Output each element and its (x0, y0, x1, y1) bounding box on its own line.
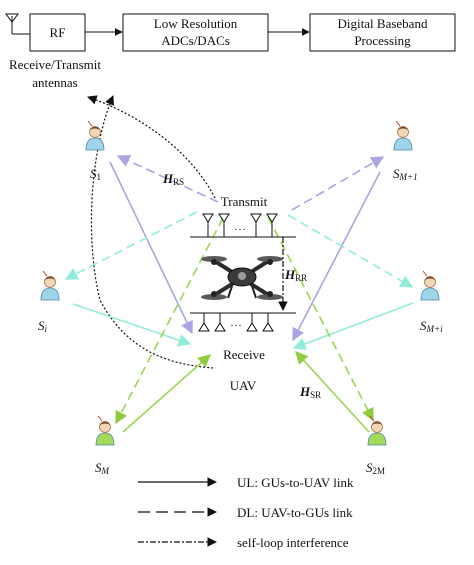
ul-link-sm (122, 354, 211, 433)
antenna-pointer-curves (87, 95, 216, 369)
user-label-si: Si (38, 318, 48, 334)
baseband-label-line1: Digital Baseband (338, 16, 428, 31)
drone-icon (201, 256, 283, 300)
transmit-antenna-row (190, 213, 296, 238)
antennas-label-line2: antennas (32, 75, 77, 90)
user-icon-sm (95, 415, 115, 446)
top-chain: RF Low Resolution ADCs/DACs Digital Base… (5, 13, 456, 90)
user-icon-smi (420, 270, 440, 301)
ul-link-sm1 (292, 171, 381, 342)
user-label-smi: SM+i (420, 318, 443, 334)
dl-link-s2m (267, 216, 374, 422)
ul-link-s1 (109, 161, 193, 335)
pointer-curve-receive (90, 95, 214, 369)
uav-label: UAV (230, 378, 257, 393)
adc-label-line2: ADCs/DACs (161, 33, 230, 48)
legend-loop-text: self-loop interference (237, 535, 349, 550)
user-label-sm1: SM+1 (393, 166, 418, 182)
user-label-sm: SM (95, 460, 110, 476)
dl-link-si (64, 211, 198, 280)
user-label-s2m: S2M (366, 460, 385, 476)
dl-link-sm (115, 217, 224, 425)
antenna-icon (5, 13, 30, 35)
receive-ellipsis: … (230, 315, 242, 329)
transmit-ellipsis: … (234, 219, 246, 233)
legend: UL: GUs-to-UAV link DL: UAV-to-GUs link … (138, 475, 354, 550)
adc-label-line1: Low Resolution (154, 16, 238, 31)
channel-label-hsr: HSR (299, 384, 321, 400)
receive-antenna-row (190, 312, 296, 332)
transmit-label: Transmit (221, 194, 268, 209)
antennas-label-line1: Receive/Transmit (9, 57, 101, 72)
receive-label: Receive (223, 347, 265, 362)
ul-link-s2m (295, 351, 370, 433)
user-icon-si (40, 270, 60, 301)
ground-users (40, 120, 440, 446)
user-label-s1: S1 (90, 166, 101, 182)
legend-ul-text: UL: GUs-to-UAV link (237, 475, 354, 490)
dl-link-s1 (116, 154, 219, 203)
baseband-label-line2: Processing (354, 33, 411, 48)
rf-label: RF (50, 25, 66, 40)
user-icon-s2m (367, 415, 387, 446)
user-icon-sm1 (393, 120, 413, 151)
dl-link-sm1 (291, 156, 385, 211)
dl-link-smi (287, 214, 414, 288)
ul-link-smi (292, 302, 414, 350)
user-icon-s1 (85, 120, 105, 151)
baseband-box (309, 13, 456, 52)
legend-dl-text: DL: UAV-to-GUs link (237, 505, 353, 520)
links (64, 154, 414, 433)
uav-array: Transmit … (190, 194, 296, 393)
channel-label-hrr: HRR (284, 267, 307, 283)
adc-box (122, 13, 269, 52)
ul-link-si (72, 303, 192, 347)
channel-label-hrs: HRS (162, 171, 184, 187)
